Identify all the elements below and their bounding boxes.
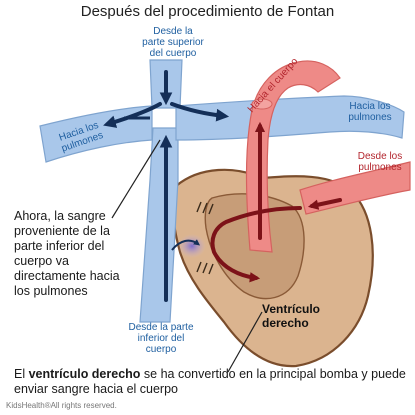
- blue-flow-arrows: [103, 70, 230, 302]
- aorta: [245, 60, 341, 253]
- red-flow-arrows: [210, 121, 342, 283]
- label-from-upper-body: Desde la parte superior del cuerpo: [142, 26, 204, 59]
- label-from-lungs: Desde los pulmones: [357, 151, 403, 173]
- ventricle-pointer: [227, 311, 263, 373]
- junction-glow: [178, 234, 206, 258]
- label-right-ventricle: Ventrículo derecho: [262, 302, 321, 330]
- bottom-note: El ventrículo derecho se ha convertido e…: [14, 367, 406, 396]
- inferior-vena-cava: [139, 127, 179, 323]
- flow-description: Ahora, la sangre proveniente de la parte…: [14, 209, 120, 298]
- label-from-lower-body: Desde la parte inferior del cuerpo: [128, 322, 194, 355]
- label-to-lungs-right: Hacia los pulmones: [348, 101, 392, 123]
- description-pointer: [111, 139, 161, 219]
- copyright-credit: KidsHealth®All rights reserved.: [6, 401, 117, 410]
- valve-ticks: [196, 201, 214, 275]
- diagram-title: Después del procedimiento de Fontan: [80, 3, 335, 20]
